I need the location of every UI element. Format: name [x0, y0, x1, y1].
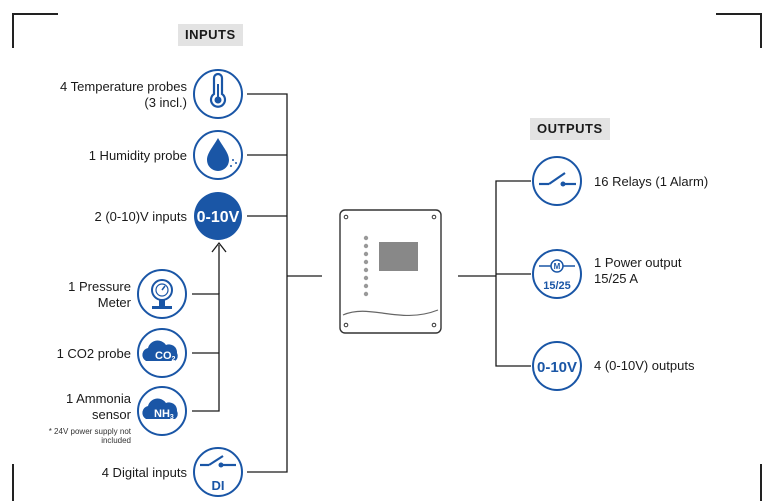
svg-text:DI: DI [212, 478, 225, 493]
svg-text:0-10V: 0-10V [537, 359, 577, 376]
ammonia-footnote: * 24V power supply not included [48, 427, 131, 445]
digital-inputs-label: 4 Digital inputs [101, 465, 187, 480]
relays-label: 16 Relays (1 Alarm) [594, 174, 709, 189]
svg-text:0-10V: 0-10V [197, 209, 240, 226]
co2-cloud-icon: CO2 [137, 328, 187, 378]
co2-probe-label: 1 CO2 probe [56, 346, 131, 361]
motor-icon: M 15/25 [532, 249, 582, 299]
inputs-header: INPUTS [178, 24, 243, 46]
thermometer-icon [193, 69, 243, 119]
temperature-probes-label: 4 Temperature probes (3 incl.) [60, 79, 187, 110]
pressure-meter-label: 1 Pressure Meter [68, 279, 131, 310]
relay-switch-icon [532, 156, 582, 206]
0-10v-icon: 0-10V [532, 341, 582, 391]
frame-corners [12, 13, 762, 501]
ammonia-sensor-label: 1 Ammonia sensor [65, 391, 131, 422]
outputs-header: OUTPUTS [530, 118, 610, 140]
analog-outputs-label: 4 (0-10V) outputs [594, 358, 695, 373]
svg-text:CO2: CO2 [155, 350, 176, 363]
nh3-cloud-icon: NH3 [137, 386, 187, 436]
0-10v-icon: 0-10V [194, 192, 242, 240]
pressure-gauge-icon [137, 269, 187, 319]
analog-inputs-label: 2 (0-10)V inputs [94, 209, 188, 224]
svg-text:M: M [554, 262, 561, 271]
humidity-probe-label: 1 Humidity probe [88, 148, 187, 163]
controller-unit [339, 209, 442, 334]
svg-text:NH3: NH3 [154, 408, 174, 421]
svg-text:15/25: 15/25 [543, 280, 571, 292]
power-output-label: 1 Power output 15/25 A [594, 255, 682, 286]
connector-lines [192, 93, 531, 473]
water-drop-icon [193, 130, 243, 180]
digital-input-switch-icon: DI [193, 447, 243, 497]
